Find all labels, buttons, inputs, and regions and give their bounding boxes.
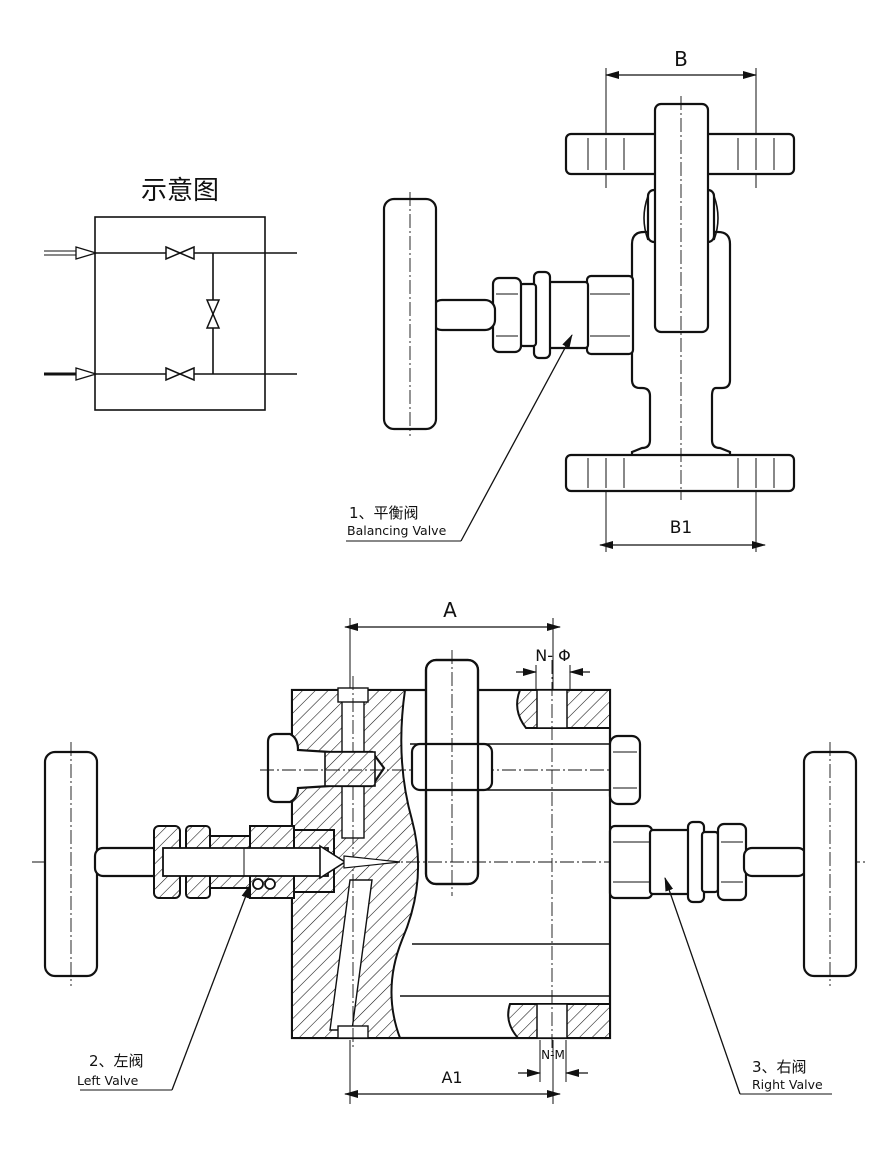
callout-balancing-english: Balancing Valve [347, 523, 447, 538]
dimension-b1-label: B1 [670, 518, 692, 538]
inlet-arrow-bottom-icon [44, 367, 99, 381]
dimension-a1-label: A1 [441, 1068, 462, 1087]
top-handle [653, 102, 710, 334]
callout-right-english: Right Valve [752, 1077, 823, 1092]
callout-balancing-number: 1、平衡阀 [349, 504, 419, 522]
callout-right-number: 3、右阀 [752, 1058, 807, 1076]
left-valve-stem [93, 846, 165, 878]
inlet-arrow-top-icon [44, 246, 99, 260]
dimension-a-label: A [443, 598, 457, 622]
balancing-valve-stem [430, 298, 497, 332]
dimension-n-m-label: N-M [541, 1048, 565, 1062]
callout-left-english: Left Valve [77, 1073, 139, 1088]
valve-symbol-bottom-icon [165, 366, 195, 382]
valve-symbol-balance-icon [205, 299, 221, 329]
front-section-view: A N- Φ [32, 598, 866, 1104]
bottom-flange [564, 453, 796, 493]
schematic-title: 示意图 [141, 176, 219, 206]
upper-right-nut [608, 734, 642, 806]
right-valve-nut [608, 824, 654, 900]
balancing-valve-nut [585, 274, 635, 356]
schematic: 示意图 [44, 176, 297, 411]
callout-left-number: 2、左阀 [89, 1052, 144, 1070]
right-valve-stem [742, 846, 808, 878]
schematic-box [94, 216, 266, 411]
dimension-n-phi-label: N- Φ [535, 646, 570, 665]
side-view: B [346, 47, 796, 552]
dimension-b-label: B [674, 47, 688, 71]
valve-symbol-top-icon [165, 245, 195, 261]
